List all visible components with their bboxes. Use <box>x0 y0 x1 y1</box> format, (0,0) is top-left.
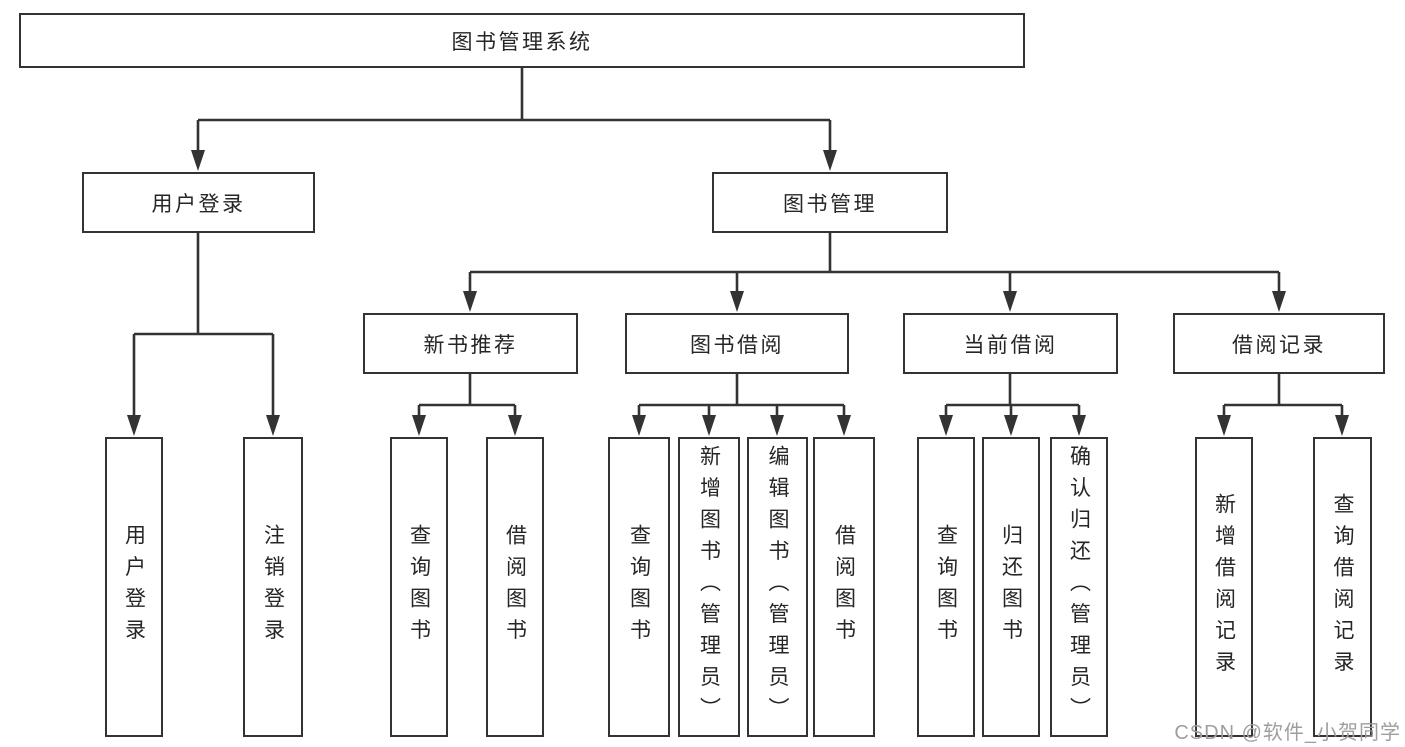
node-book-borrow: 图书借阅 <box>625 313 849 374</box>
node-borrow-records-label: 借阅记录 <box>1232 333 1326 357</box>
leaf-cb-confirm-return-label: 确认归还（管理员） <box>1067 445 1091 729</box>
leaf-rec-borrow-books-label: 借阅图书 <box>503 524 527 650</box>
leaf-bb-add-books: 新增图书（管理员） <box>678 437 740 737</box>
leaf-cb-return-books-label: 归还图书 <box>999 524 1023 650</box>
node-user-login-label: 用户登录 <box>151 192 246 216</box>
node-root-label: 图书管理系统 <box>451 30 593 54</box>
leaf-cb-confirm-return: 确认归还（管理员） <box>1050 437 1108 737</box>
node-current-borrow-label: 当前借阅 <box>963 333 1058 357</box>
leaf-logout-label: 注销登录 <box>261 524 285 650</box>
node-borrow-records: 借阅记录 <box>1173 313 1385 374</box>
leaf-rec-query-books-label: 查询图书 <box>407 524 431 650</box>
leaf-bb-query-books: 查询图书 <box>608 437 670 737</box>
leaf-bb-add-books-label: 新增图书（管理员） <box>697 445 721 729</box>
leaf-user-login-label: 用户登录 <box>122 524 146 650</box>
node-book-management-label: 图书管理 <box>783 192 877 216</box>
arrowheads <box>127 150 1349 436</box>
node-user-login: 用户登录 <box>82 172 315 233</box>
leaf-bb-borrow-books-label: 借阅图书 <box>832 524 856 650</box>
leaf-user-login: 用户登录 <box>105 437 163 737</box>
node-current-borrow: 当前借阅 <box>903 313 1118 374</box>
leaf-bb-borrow-books: 借阅图书 <box>813 437 875 737</box>
leaf-br-query-record-label: 查询借阅记录 <box>1331 492 1354 682</box>
leaf-cb-query-books: 查询图书 <box>917 437 975 737</box>
node-new-book-recommend: 新书推荐 <box>363 313 578 374</box>
leaf-cb-return-books: 归还图书 <box>982 437 1040 737</box>
leaf-rec-query-books: 查询图书 <box>390 437 448 737</box>
leaf-br-add-record-label: 新增借阅记录 <box>1212 492 1236 682</box>
leaf-br-add-record: 新增借阅记录 <box>1195 437 1253 737</box>
node-root: 图书管理系统 <box>19 13 1025 68</box>
leaf-br-query-record: 查询借阅记录 <box>1313 437 1372 737</box>
leaf-cb-query-books-label: 查询图书 <box>934 524 958 650</box>
leaf-bb-edit-books: 编辑图书（管理员） <box>747 437 808 737</box>
node-new-book-recommend-label: 新书推荐 <box>423 333 518 357</box>
node-book-borrow-label: 图书借阅 <box>690 333 784 357</box>
leaf-logout: 注销登录 <box>243 437 303 737</box>
node-book-management: 图书管理 <box>712 172 948 233</box>
leaf-rec-borrow-books: 借阅图书 <box>486 437 544 737</box>
watermark: CSDN @软件_小贺同学 <box>1174 722 1401 744</box>
leaf-bb-edit-books-label: 编辑图书（管理员） <box>766 445 789 729</box>
leaf-bb-query-books-label: 查询图书 <box>627 524 651 650</box>
